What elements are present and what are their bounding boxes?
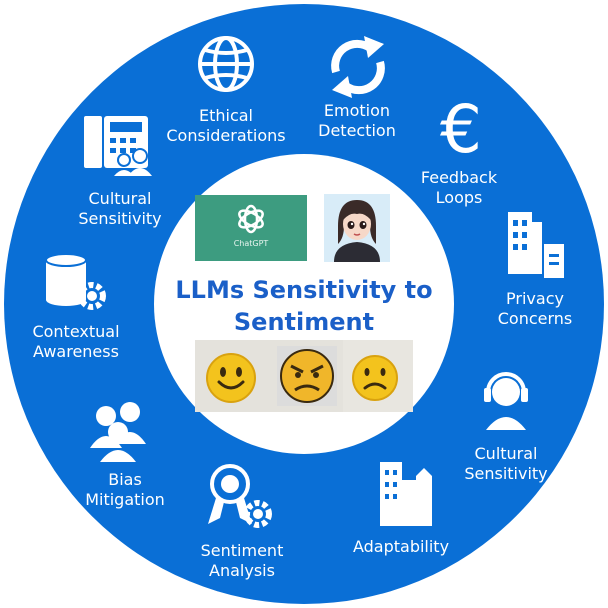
ring-label-bias-mitigation: Bias Mitigation xyxy=(85,470,165,509)
ring-label-adaptability: Adaptability xyxy=(352,537,450,556)
database-gear-icon xyxy=(45,253,106,310)
center-title: LLMs Sensitivity to Sentiment xyxy=(150,274,458,338)
avatar-girl-icon xyxy=(334,200,380,262)
chatgpt-logo-image: ChatGPT xyxy=(195,195,307,261)
center-title-line-2: Sentiment xyxy=(233,308,375,336)
chatgpt-knot-icon xyxy=(238,204,264,234)
globe-icon xyxy=(198,36,254,92)
ring-label-emotion-detection: Emotion Detection xyxy=(318,101,396,140)
ring-label-privacy-concerns: Privacy Concerns xyxy=(497,289,573,328)
award-gear-icon xyxy=(208,464,272,528)
ring-label-feedback-loops: Feedback Loops xyxy=(420,168,498,207)
emoji-strip-image xyxy=(195,340,413,412)
avatar-image xyxy=(324,194,390,262)
smiling-face-icon xyxy=(206,353,256,403)
euro-icon: € xyxy=(440,91,482,168)
ring-label-cultural-sensitivity-left: Cultural Sensitivity xyxy=(78,189,162,228)
city-buildings-icon xyxy=(380,462,432,526)
ring-label-ethical-considerations: Ethical Considerations xyxy=(166,106,286,145)
ring-label-contextual-awareness: Contextual Awareness xyxy=(32,322,120,361)
refresh-cycle-icon xyxy=(331,39,385,95)
refresh-cycle-arrowheads xyxy=(332,36,384,98)
chatgpt-label: ChatGPT xyxy=(233,239,269,248)
emoji-faces xyxy=(206,340,413,412)
headset-operator-icon xyxy=(484,372,528,430)
ring-label-sentiment-analysis: Sentiment Analysis xyxy=(200,541,284,580)
phone-people-icon xyxy=(84,116,152,176)
office-building-windows xyxy=(513,220,559,265)
office-building-icon xyxy=(508,212,564,278)
people-group-icon xyxy=(90,402,146,462)
ring-label-cultural-sensitivity-right: Cultural Sensitivity xyxy=(464,444,548,483)
angry-face-icon xyxy=(277,346,337,406)
center-title-line-1: LLMs Sensitivity to xyxy=(175,276,433,304)
frowning-face-icon xyxy=(343,340,413,412)
city-buildings-windows xyxy=(385,470,397,499)
